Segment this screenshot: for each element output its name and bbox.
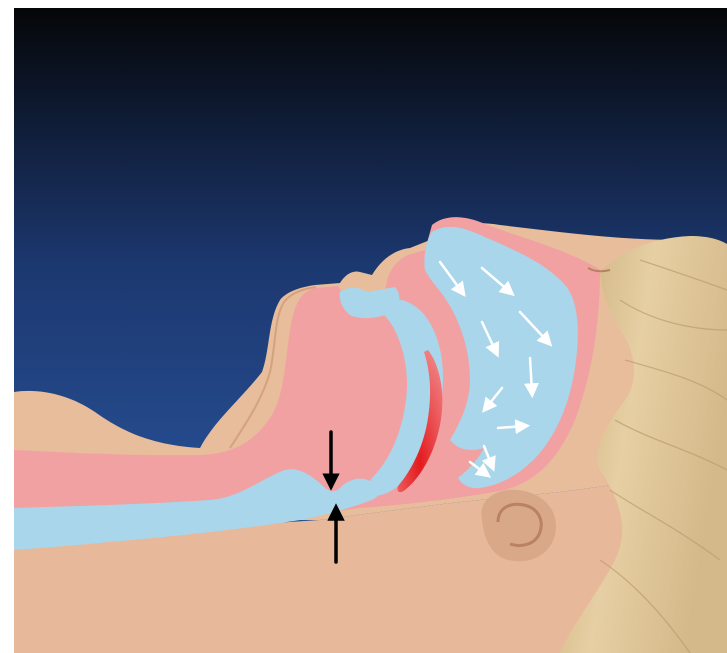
top-margin <box>0 0 727 8</box>
left-margin <box>0 0 14 653</box>
